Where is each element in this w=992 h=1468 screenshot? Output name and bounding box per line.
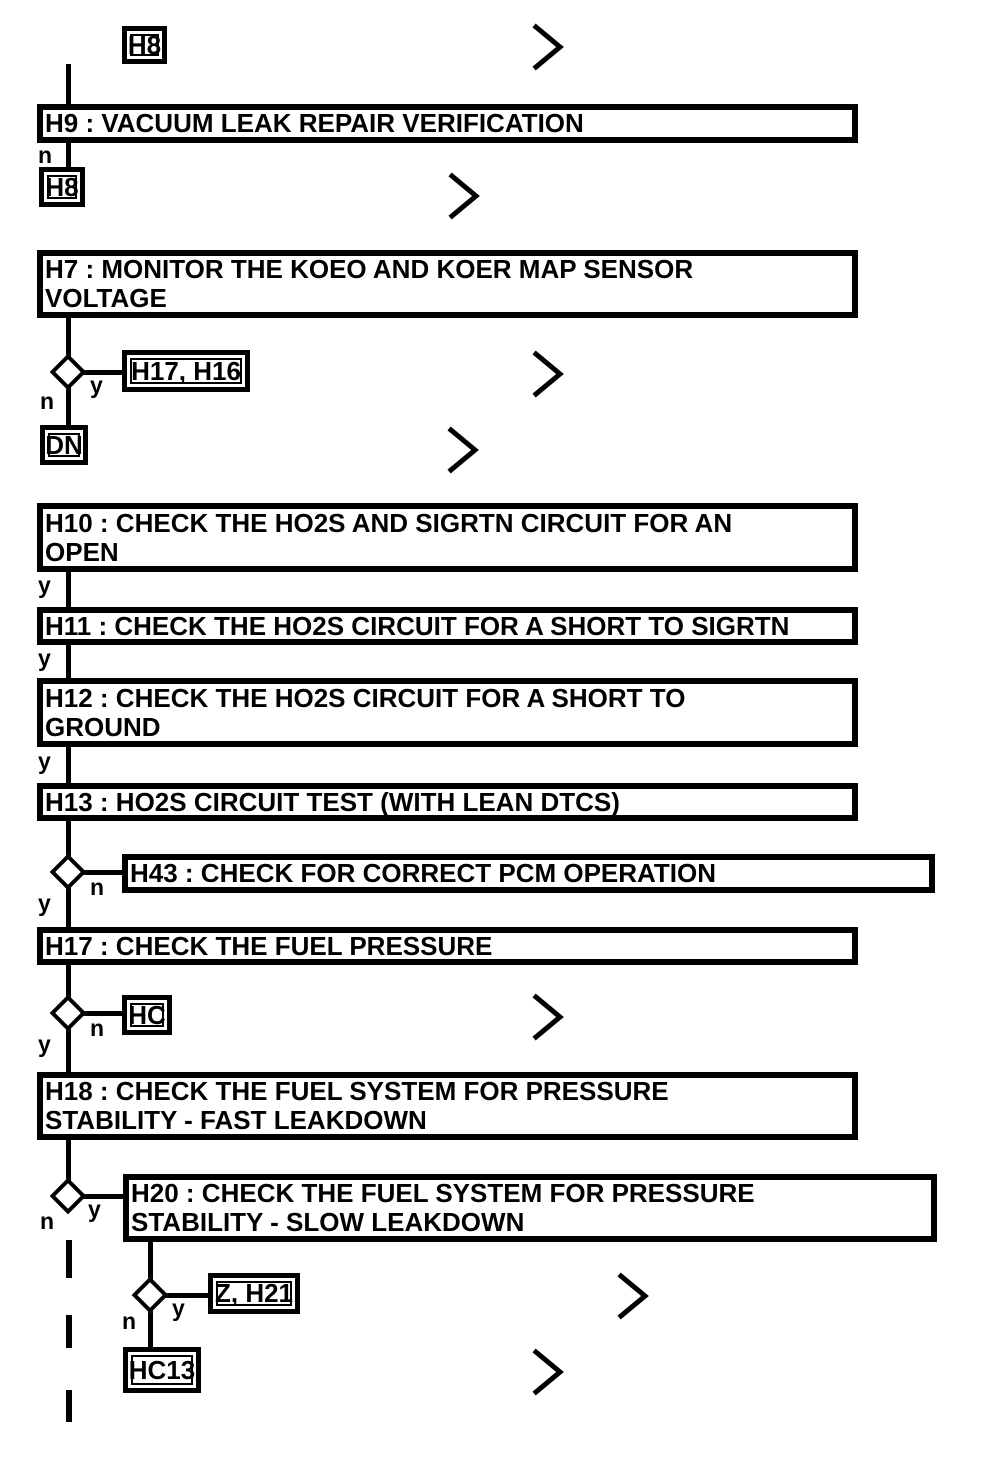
continue-chevron-icon (532, 1348, 564, 1396)
step-label: H11 : CHECK THE HO2S CIRCUIT FOR A SHORT… (45, 610, 790, 641)
continue-chevron-icon (532, 350, 564, 398)
continue-chevron-icon (448, 172, 480, 220)
flow-line (148, 1310, 153, 1350)
flow-line (66, 1027, 71, 1074)
branch-label-y: y (172, 1295, 185, 1321)
ref-label: H17, H16 (131, 355, 241, 386)
flow-line (82, 1194, 125, 1199)
flow-line (66, 386, 71, 427)
dashed-flow-line (66, 1240, 72, 1278)
process-box-h20: H20 : CHECK THE FUEL SYSTEM FOR PRESSURE… (123, 1174, 937, 1242)
ref-box-h17-h16: H17, H16 (122, 350, 250, 392)
branch-label-n: n (40, 388, 55, 414)
flow-line (66, 643, 71, 680)
branch-label-y: y (38, 748, 51, 774)
step-label: H17 : CHECK THE FUEL PRESSURE (45, 930, 493, 961)
continue-chevron-icon (617, 1272, 649, 1320)
process-box-h11: H11 : CHECK THE HO2S CIRCUIT FOR A SHORT… (37, 607, 858, 645)
step-label: STABILITY - SLOW LEAKDOWN (131, 1207, 525, 1237)
step-label: H12 : CHECK THE HO2S CIRCUIT FOR A SHORT… (45, 682, 686, 713)
flow-line (66, 819, 71, 857)
flow-line (66, 64, 71, 106)
branch-label-y: y (90, 372, 103, 398)
branch-label-n: n (40, 1208, 55, 1234)
ref-label: DN (45, 429, 83, 460)
decision-diamond-h17 (49, 994, 87, 1032)
continue-chevron-icon (532, 23, 564, 71)
decision-diamond-h20 (131, 1276, 169, 1314)
flow-line (66, 138, 71, 170)
dashed-flow-line (66, 1390, 72, 1422)
flow-line (148, 1240, 153, 1280)
flow-line (82, 370, 124, 375)
process-box-h17: H17 : CHECK THE FUEL PRESSURE (37, 927, 858, 965)
step-label: H18 : CHECK THE FUEL SYSTEM FOR PRESSURE (45, 1076, 669, 1106)
step-label: H9 : VACUUM LEAK REPAIR VERIFICATION (45, 108, 584, 138)
ref-box-hc: HC (122, 995, 172, 1035)
ref-label: H8 (127, 29, 162, 60)
step-label: H20 : CHECK THE FUEL SYSTEM FOR PRESSURE (131, 1178, 755, 1208)
process-box-h9: H9 : VACUUM LEAK REPAIR VERIFICATION (37, 104, 858, 143)
flow-line (66, 1138, 71, 1181)
continue-chevron-icon (447, 426, 479, 474)
branch-label-y: y (38, 572, 51, 598)
flow-line (66, 745, 71, 785)
process-box-h18: H18 : CHECK THE FUEL SYSTEM FOR PRESSURE… (37, 1072, 858, 1140)
step-label: H7 : MONITOR THE KOEO AND KOER MAP SENSO… (45, 254, 694, 284)
process-box-h7: H7 : MONITOR THE KOEO AND KOER MAP SENSO… (37, 250, 858, 318)
step-label: H13 : HO2S CIRCUIT TEST (WITH LEAN DTCS) (45, 786, 620, 817)
ref-box-h8-top: H8 (122, 26, 167, 64)
process-box-h10: H10 : CHECK THE HO2S AND SIGRTN CIRCUIT … (37, 503, 858, 572)
process-box-h13: H13 : HO2S CIRCUIT TEST (WITH LEAN DTCS) (37, 783, 858, 821)
ref-label: HC13 (128, 1354, 196, 1385)
decision-diamond-h7 (49, 353, 87, 391)
flow-line (82, 1011, 124, 1016)
branch-label-n: n (90, 1015, 105, 1041)
process-box-h43: H43 : CHECK FOR CORRECT PCM OPERATION (122, 854, 935, 893)
decision-diamond-h13 (49, 853, 87, 891)
step-label: H43 : CHECK FOR CORRECT PCM OPERATION (130, 858, 716, 888)
ref-box-dn: DN (40, 425, 88, 465)
dashed-flow-line (66, 1315, 72, 1348)
ref-box-h8-return: H8 (39, 167, 85, 207)
branch-label-y: y (38, 645, 51, 671)
continue-chevron-icon (532, 993, 564, 1041)
flow-line (66, 570, 71, 609)
step-label: VOLTAGE (45, 283, 167, 313)
step-label: OPEN (45, 536, 119, 567)
branch-label-n: n (122, 1308, 137, 1334)
ref-label: HC (128, 999, 166, 1030)
flow-line (163, 1293, 210, 1298)
decision-diamond-h18 (49, 1177, 87, 1215)
flow-line (82, 870, 124, 875)
branch-label-n: n (38, 142, 53, 168)
branch-label-y: y (88, 1196, 101, 1222)
branch-label-y: y (38, 890, 51, 916)
branch-label-y: y (38, 1031, 51, 1057)
ref-box-z-h21: Z, H21 (208, 1273, 300, 1314)
ref-label: Z, H21 (214, 1278, 294, 1308)
ref-box-hc13: HC13 (123, 1347, 201, 1393)
flow-line (66, 316, 71, 358)
step-label: STABILITY - FAST LEAKDOWN (45, 1105, 427, 1135)
flow-line (66, 886, 71, 929)
branch-label-n: n (90, 874, 105, 900)
flow-line (66, 963, 71, 998)
ref-label: H8 (45, 171, 79, 202)
step-label: GROUND (45, 711, 161, 742)
process-box-h12: H12 : CHECK THE HO2S CIRCUIT FOR A SHORT… (37, 678, 858, 747)
step-label: H10 : CHECK THE HO2S AND SIGRTN CIRCUIT … (45, 507, 733, 538)
